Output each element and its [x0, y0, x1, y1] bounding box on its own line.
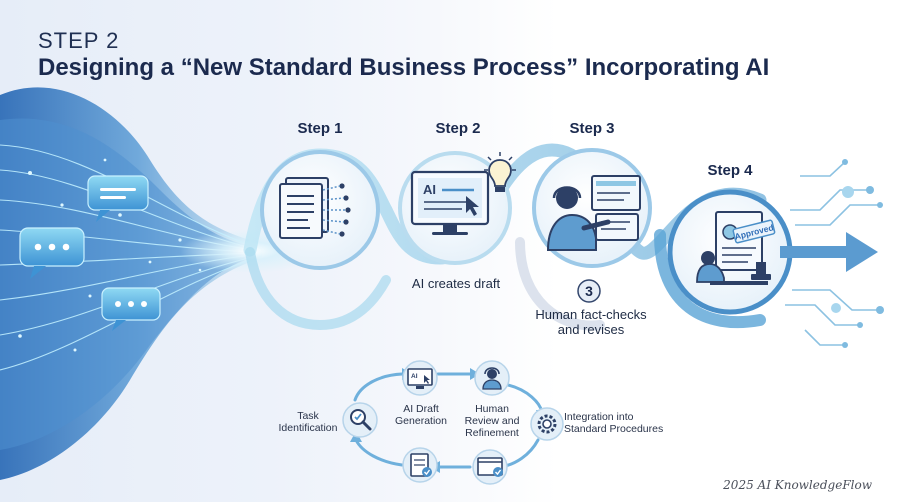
- step-kicker: STEP 2: [38, 28, 120, 53]
- chat-bubble-icon: [19, 227, 85, 279]
- right-arrow-icon: [780, 232, 878, 272]
- cycle-label-task-identification: Task Identification: [268, 410, 348, 434]
- approved-stamp-icon: Approved: [696, 211, 776, 285]
- step-2-circle: AI: [398, 151, 516, 265]
- step-3-caption: Human fact-checks and revises: [528, 307, 654, 337]
- cycle-label-line: Review and: [464, 415, 520, 427]
- human-reviewer-icon: [546, 175, 641, 251]
- cycle-ai-screen-text: AI: [411, 373, 418, 380]
- step-4-circle: Approved: [667, 189, 793, 315]
- step-4-label: Step 4: [707, 162, 753, 179]
- step-3-caption-line: Human fact-checks: [535, 307, 647, 322]
- ai-monitor-icon: AI: [402, 360, 438, 396]
- cycle-label-line: Identification: [278, 422, 338, 434]
- document-checklist-icon: [279, 177, 351, 239]
- step-1-circle: [260, 150, 380, 270]
- cycle-label-integration: Integration into Standard Procedures: [564, 411, 674, 435]
- step-3-caption-line: and revises: [557, 322, 625, 337]
- cycle-label-line: Refinement: [465, 427, 519, 439]
- magnifier-check-icon: [342, 402, 378, 438]
- circuit-nodes: [831, 159, 884, 348]
- ai-screen-text: AI: [423, 182, 436, 197]
- cycle-label-line: AI Draft: [403, 403, 439, 415]
- chat-bubble-icon: [101, 287, 161, 331]
- cycle-label-line: Task: [297, 410, 319, 422]
- step-3-label: Step 3: [569, 120, 615, 137]
- cycle-label-line: Generation: [395, 415, 447, 427]
- gear-check-icon: [530, 407, 564, 441]
- ai-monitor-icon: AI: [410, 170, 490, 235]
- cycle-label-ai-draft: AI Draft Generation: [386, 403, 456, 427]
- cycle-label-human-review: Human Review and Refinement: [456, 403, 528, 439]
- step-3-circle: [532, 148, 652, 268]
- credit-text: 2025 AI KnowledgeFlow: [723, 478, 872, 492]
- step-2-label: Step 2: [435, 120, 481, 137]
- cycle-diagram: AI: [342, 360, 564, 485]
- step-3-badge: 3: [577, 279, 601, 303]
- cycle-label-line: Human: [475, 403, 509, 415]
- lightbulb-icon: [484, 152, 516, 192]
- headset-person-icon: [474, 360, 510, 396]
- step-2-caption: AI creates draft: [411, 276, 501, 291]
- cycle-label-line: Standard Procedures: [564, 423, 664, 435]
- circuit-lines: [785, 161, 880, 346]
- cycle-label-line: Integration into: [564, 411, 634, 423]
- chat-bubble-icon: [87, 175, 149, 222]
- browser-check-icon: [472, 449, 508, 485]
- document-check-icon: [402, 447, 438, 483]
- step-1-label: Step 1: [297, 120, 343, 137]
- page-title: Designing a “New Standard Business Proce…: [38, 54, 770, 81]
- step-3-badge-number: 3: [585, 283, 593, 299]
